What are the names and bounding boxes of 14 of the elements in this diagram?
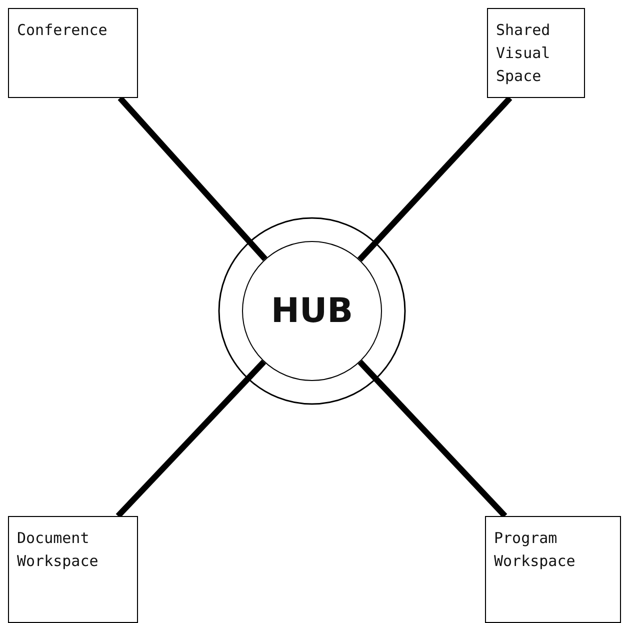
module-box [487,8,585,98]
connector-line [357,96,512,262]
module-label: Conference [17,20,108,41]
module-box [485,516,621,623]
module-label: Document Workspace [17,528,100,572]
connector-line [118,96,268,262]
hub-circle [242,241,382,381]
module-label: Shared Visual Space [496,20,552,87]
module-box [8,516,138,623]
connector-line [116,360,266,518]
module-box [8,8,138,98]
hub-label: HUB [271,300,353,322]
module-label: Program Workspace [494,528,576,572]
connector-line [358,360,508,518]
